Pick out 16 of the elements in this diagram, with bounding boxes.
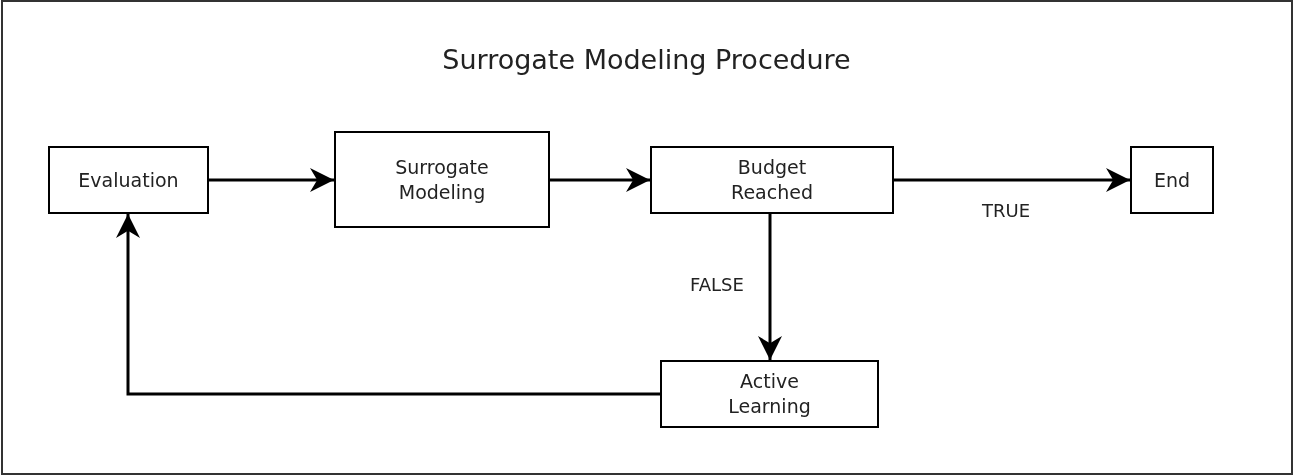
process-box bbox=[48, 146, 209, 214]
process-box bbox=[1130, 146, 1214, 214]
arrow bbox=[894, 168, 1130, 192]
process-box bbox=[650, 146, 894, 214]
diagram-title: Surrogate Modeling Procedure bbox=[442, 44, 851, 75]
arrow bbox=[550, 168, 650, 192]
box-label: Surrogate Modeling bbox=[394, 154, 490, 205]
box-label: End bbox=[1153, 167, 1191, 193]
arrow bbox=[758, 214, 782, 360]
box-label: Budget Reached bbox=[730, 155, 814, 205]
arrow bbox=[116, 214, 660, 396]
box-label: Evaluation bbox=[78, 167, 179, 193]
process-box bbox=[334, 131, 550, 228]
arrow bbox=[209, 168, 334, 192]
box-label: Active Learning bbox=[727, 369, 812, 419]
process-box bbox=[660, 360, 879, 428]
